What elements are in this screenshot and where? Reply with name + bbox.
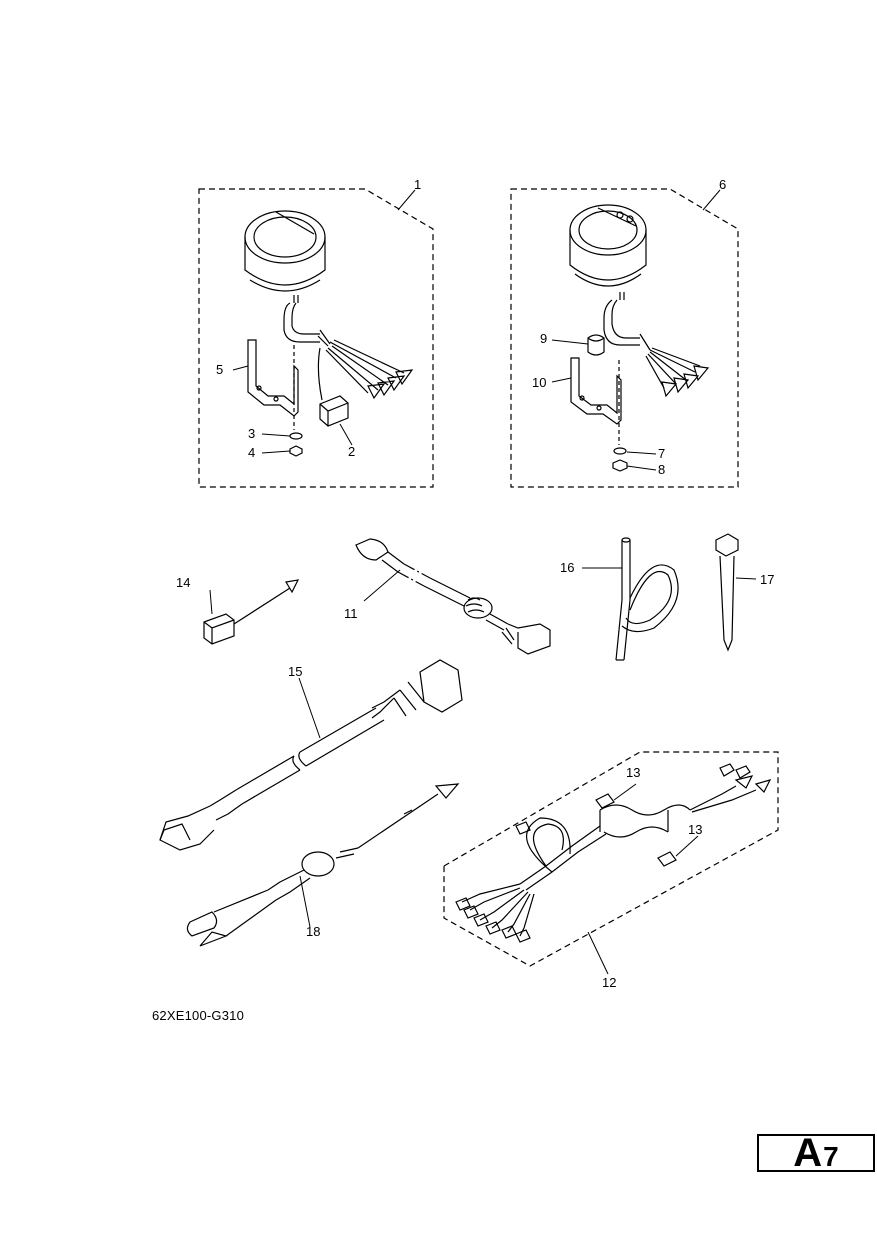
callout-8: 8 bbox=[658, 462, 665, 477]
callout-9: 9 bbox=[540, 331, 547, 346]
part-16-hose bbox=[615, 537, 679, 661]
callout-13b: 13 bbox=[688, 822, 702, 837]
figure-code: 62XE100-G310 bbox=[152, 1008, 245, 1023]
callout-11: 11 bbox=[344, 606, 358, 621]
page-number-box: A 7 bbox=[757, 1131, 875, 1175]
part-13-terminal-a bbox=[595, 793, 615, 809]
callout-4: 4 bbox=[248, 445, 255, 460]
callout-17: 17 bbox=[760, 572, 774, 587]
gauge-6 bbox=[569, 204, 710, 398]
part-9-cap bbox=[587, 334, 605, 356]
part-13-terminal-b bbox=[657, 851, 677, 867]
callout-3: 3 bbox=[248, 426, 255, 441]
part-14-connector bbox=[203, 579, 300, 645]
callout-18: 18 bbox=[306, 924, 320, 939]
part-18-lead bbox=[186, 783, 460, 947]
callout-5: 5 bbox=[216, 362, 223, 377]
part-11-cable bbox=[355, 538, 551, 655]
part-4-nut bbox=[289, 445, 303, 457]
callout-16: 16 bbox=[560, 560, 574, 575]
leader-lines bbox=[209, 189, 757, 975]
callout-15: 15 bbox=[288, 664, 302, 679]
page-number: 7 bbox=[823, 1141, 839, 1172]
part-7-washer bbox=[613, 447, 627, 455]
kit-12-boundary bbox=[443, 751, 779, 967]
part-8-nut bbox=[612, 459, 628, 472]
callout-1: 1 bbox=[414, 177, 421, 192]
part-2-connector bbox=[319, 395, 349, 427]
kit-6-boundary bbox=[510, 188, 739, 488]
part-15-harness bbox=[159, 659, 463, 851]
part-12-harness bbox=[455, 763, 772, 943]
part-3-washer bbox=[289, 432, 303, 440]
callout-2: 2 bbox=[348, 444, 355, 459]
kit-1-boundary bbox=[198, 188, 434, 488]
part-17-cable-tie bbox=[715, 533, 739, 652]
callout-6: 6 bbox=[719, 177, 726, 192]
callout-7: 7 bbox=[658, 446, 665, 461]
part-10-bracket bbox=[570, 357, 622, 425]
callout-14: 14 bbox=[176, 575, 190, 590]
callout-10: 10 bbox=[532, 375, 546, 390]
part-5-bracket bbox=[247, 339, 299, 417]
gauge-1 bbox=[244, 210, 414, 401]
callout-13a: 13 bbox=[626, 765, 640, 780]
callout-12: 12 bbox=[602, 975, 616, 990]
page-section-letter: A bbox=[793, 1131, 823, 1175]
